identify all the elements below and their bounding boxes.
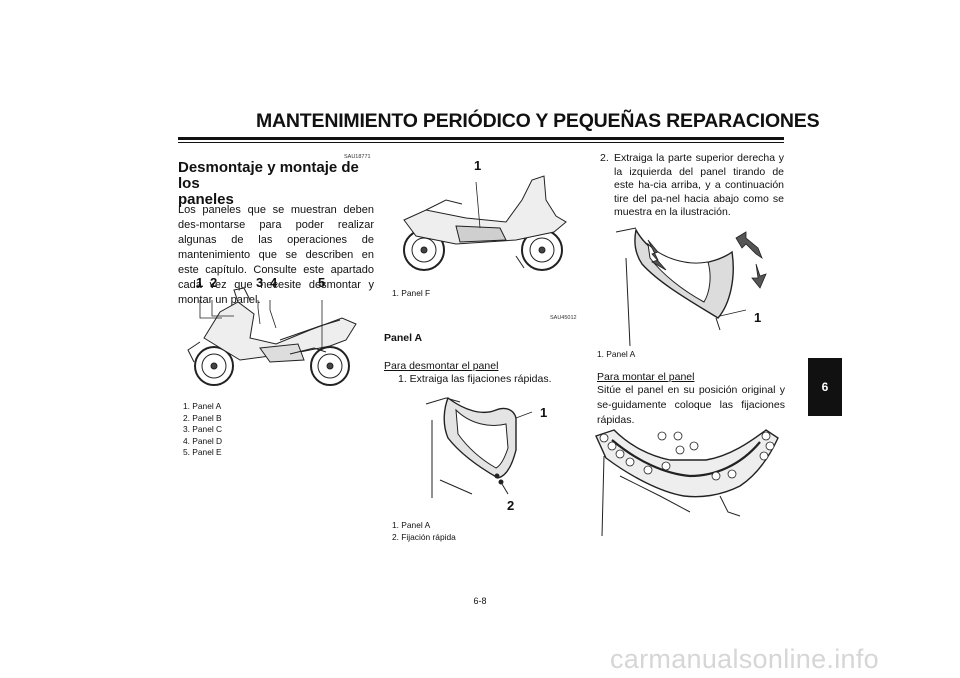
- callout-4: 4: [270, 275, 278, 290]
- callout-3: 3: [256, 275, 264, 290]
- panel-a-front-illustration: [425, 396, 533, 498]
- callout-2: 2: [210, 275, 218, 290]
- panel-a-install-illustration: [595, 429, 779, 536]
- remove-panel-title: Para desmontar el panel: [384, 360, 499, 372]
- section-heading-line1: Desmontaje y montaje de los: [178, 159, 359, 192]
- caption-item: 5. Panel E: [183, 447, 222, 457]
- caption-item: 1. Panel A: [183, 401, 222, 411]
- middle-figure-captions: 1. Panel A 2. Fijación rápida: [392, 520, 456, 543]
- scooter-side-illustration: [187, 287, 357, 386]
- page-number: 6-8: [473, 596, 487, 606]
- step-2-number: 2.: [600, 152, 609, 164]
- section-code: SAU18771: [344, 154, 371, 160]
- callout-panel-f: 1: [474, 158, 482, 173]
- caption-item: 1. Panel A: [392, 520, 431, 530]
- subheading-panel-a: Panel A: [384, 332, 423, 344]
- chapter-tab[interactable]: 6: [808, 358, 842, 416]
- install-panel-title: Para montar el panel: [597, 371, 695, 383]
- caption-item: 2. Fijación rápida: [392, 531, 456, 542]
- watermark: carmanualsonline.info: [610, 644, 879, 674]
- section-heading-line2: paneles: [178, 191, 234, 208]
- section-heading: Desmontaje y montaje de los paneles: [178, 160, 378, 208]
- step-1: 1. Extraiga las fijaciones rápidas.: [398, 373, 552, 385]
- callout-quick-fastener: 2: [507, 498, 515, 513]
- caption-panel-f: 1. Panel F: [392, 288, 431, 298]
- caption-item: 3. Panel C: [183, 424, 223, 434]
- caption-panel-a-right: 1. Panel A: [597, 349, 636, 359]
- caption-item: 4. Panel D: [183, 435, 223, 446]
- panel-a-removal-illustration: [615, 227, 767, 346]
- header-rule-thin: [178, 142, 784, 143]
- callout-panel-right: 1: [754, 310, 762, 325]
- caption-item: 2. Panel B: [183, 412, 222, 423]
- step-2-text: Extraiga la parte superior derecha y la …: [614, 152, 784, 218]
- scooter-panel-f-illustration: [403, 175, 567, 271]
- callout-1: 1: [196, 275, 204, 290]
- install-paragraph: Sitúe el panel en su posición original y…: [597, 384, 785, 426]
- callout-panel: 1: [540, 405, 548, 420]
- header-rule: [178, 137, 784, 140]
- section-code: SAU45012: [550, 315, 577, 321]
- left-figure-captions: 1. Panel A 2. Panel B 3. Panel C 4. Pane…: [183, 401, 222, 459]
- callout-5: 5: [318, 275, 326, 290]
- page-title: MANTENIMIENTO PERIÓDICO Y PEQUEÑAS REPAR…: [256, 110, 820, 132]
